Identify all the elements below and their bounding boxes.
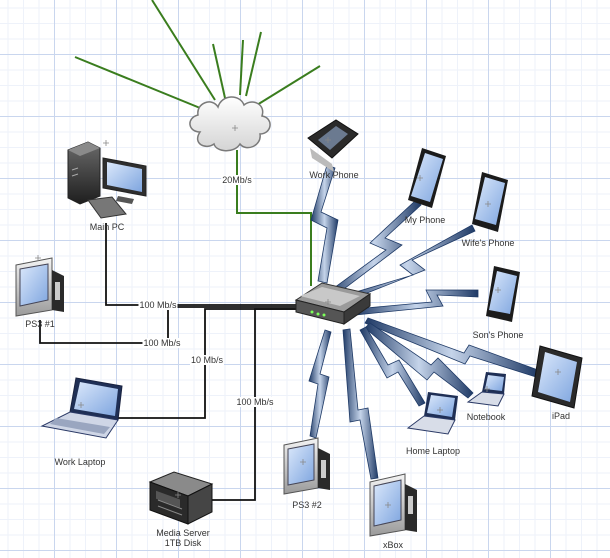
wifes-phone-icon	[472, 172, 508, 232]
media-server-icon	[148, 471, 214, 525]
ps3-1-speed-label: 100 Mb/s	[142, 338, 182, 348]
ps3-1-icon	[15, 257, 64, 317]
internet-link	[236, 150, 312, 286]
work-phone-icon	[307, 119, 359, 172]
sons-phone-icon	[486, 266, 520, 322]
bolt-work-phone	[310, 164, 339, 284]
xbox-icon	[369, 473, 417, 537]
media-server-disk-label: 1TB Disk	[164, 538, 202, 548]
ipad-label: iPad	[551, 411, 571, 421]
ps3-1-label: PS3 #1	[25, 319, 55, 329]
wifes-phone-label: Wife's Phone	[461, 238, 515, 248]
xbox-label: xBox	[382, 540, 404, 550]
work-laptop-icon	[40, 377, 123, 439]
notebook-label: Notebook	[466, 412, 506, 422]
notebook-icon	[466, 372, 506, 407]
router-icon	[294, 282, 372, 325]
main-pc-icon	[67, 141, 147, 219]
home-laptop-label: Home Laptop	[405, 446, 461, 456]
sons-phone-label: Son's Phone	[472, 330, 524, 340]
media-server-label: Media Server	[156, 528, 210, 538]
ipad-icon	[531, 345, 583, 409]
ps3-2-label: PS3 #2	[292, 500, 322, 510]
internet-cloud-icon	[189, 96, 271, 152]
my-phone-icon	[408, 148, 446, 208]
work-laptop-label: Work Laptop	[54, 457, 106, 467]
internet-rays	[74, 0, 321, 111]
my-phone-label: My Phone	[404, 215, 446, 225]
media-server-speed-label: 100 Mb/s	[235, 397, 275, 407]
home-laptop-icon	[406, 392, 458, 435]
bolt-xbox	[342, 328, 379, 480]
connection-points	[35, 125, 561, 508]
main-pc-label: Main PC	[89, 222, 125, 232]
bolt-ipad	[364, 317, 539, 378]
link-main-pc	[105, 223, 300, 306]
work-laptop-speed-label: 10 Mb/s	[189, 355, 225, 365]
bolt-ps3-2	[308, 329, 332, 439]
bolt-home-laptop	[359, 326, 426, 407]
main-pc-speed-label: 100 Mb/s	[138, 300, 178, 310]
ps3-2-icon	[283, 437, 330, 495]
bolt-sons-phone	[354, 289, 479, 316]
work-phone-label: Work Phone	[309, 170, 359, 180]
internet-speed-label: 20Mb/s	[221, 175, 253, 185]
